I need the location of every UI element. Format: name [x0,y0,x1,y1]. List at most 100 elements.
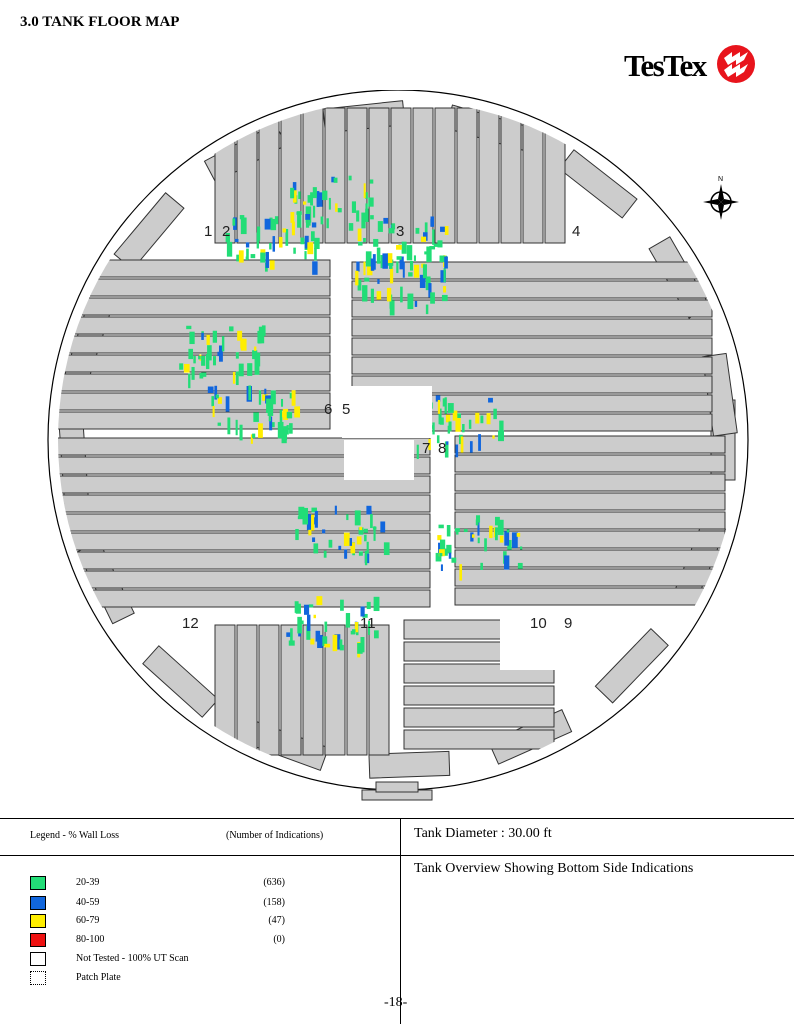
untested-area-2 [344,440,414,480]
wall-loss-indication [454,528,460,533]
wall-loss-indication [298,632,301,637]
indications-group [179,175,523,658]
wall-loss-indication [470,532,474,542]
wall-loss-indication [247,363,253,376]
floor-plate [454,454,726,473]
wall-loss-indication [302,507,309,525]
floor-plate [390,107,412,244]
legend-swatch [30,952,46,966]
wall-loss-indication [444,256,448,269]
floor-plate [454,435,726,454]
wall-loss-indication [424,222,428,237]
wall-loss-indication [206,334,210,345]
wall-loss-indication [368,620,371,635]
wall-loss-indication [343,532,350,546]
untested-area-3 [500,610,570,670]
wall-loss-indication [441,294,448,302]
wall-loss-indication [303,201,307,205]
wall-loss-indication [414,300,418,307]
wall-loss-indication [439,255,445,263]
wall-loss-indication [413,264,420,278]
wall-loss-indication [334,634,341,650]
wall-loss-indication [300,620,304,625]
wall-loss-indication [364,277,370,282]
wall-loss-indication [217,397,222,404]
wall-loss-indication [389,262,393,269]
wall-loss-indication [448,552,452,559]
wall-loss-indication [232,218,236,226]
wall-loss-indication [370,258,375,271]
wall-loss-indication [217,422,221,426]
legend-label: Patch Plate [76,972,121,983]
floor-plate [236,624,258,756]
floor-plate [324,624,346,756]
wall-loss-indication [266,398,272,413]
wall-loss-indication [419,274,426,288]
section-label: 3 [396,223,404,240]
wall-loss-indication [332,634,338,652]
wall-loss-indication [402,261,405,278]
wall-loss-indication [433,243,438,247]
wall-loss-indication [477,521,480,536]
floor-plate [58,570,431,589]
wall-loss-indication [235,371,239,386]
wall-loss-indication [295,603,301,614]
wall-loss-indication [424,251,428,255]
section-label: 10 [530,615,547,632]
section-label: 6 [324,401,332,418]
wall-loss-indication [438,408,442,425]
wall-loss-indication [446,544,452,554]
wall-loss-indication [257,330,263,344]
wall-loss-indication [286,411,293,419]
compass-icon: N [703,176,739,220]
wall-loss-indication [316,596,323,606]
wall-loss-indication [258,423,263,438]
wall-loss-indication [370,215,374,220]
wall-loss-indication [350,542,356,554]
floor-plate [214,624,236,756]
wall-loss-indication [290,628,293,643]
floor-plate [258,624,280,756]
floor-plate [478,107,500,244]
wall-loss-indication [229,326,234,332]
wall-loss-indication [339,644,344,651]
wall-loss-indication [235,419,238,436]
wall-loss-indication [316,192,323,207]
wall-loss-indication [306,614,311,631]
floor-plate [351,337,713,356]
wall-loss-indication [484,538,487,552]
wall-loss-indication [270,390,276,405]
section-label: 1 [204,223,212,240]
wall-loss-indication [205,353,210,370]
wall-loss-indication [436,435,440,444]
wall-loss-indication [306,514,313,531]
wall-loss-indication [240,217,247,235]
wall-loss-indication [226,241,233,257]
legend-count: (636) [263,877,285,888]
wall-loss-indication [277,421,284,439]
section-label: 2 [222,223,230,240]
wall-loss-indication [396,256,402,260]
wall-loss-indication [188,348,194,360]
wall-loss-indication [307,195,312,203]
wall-loss-indication [297,516,304,520]
wall-loss-indication [372,254,376,270]
wall-loss-indication [435,395,441,402]
wall-loss-indication [250,254,256,259]
wall-loss-indication [504,555,510,570]
wall-loss-indication [335,203,338,212]
wall-loss-indication [268,414,271,422]
section-label: 12 [182,615,199,632]
wall-loss-indication [260,252,266,263]
wall-loss-indication [314,247,317,261]
wall-loss-indication [437,535,442,541]
wall-loss-indication [409,260,414,271]
wall-loss-indication [201,355,206,366]
floor-plate [454,473,726,492]
wall-loss-indication [349,538,353,546]
wall-loss-indication [328,539,333,548]
wall-loss-indication [362,285,368,302]
wall-loss-indication [234,238,239,243]
wall-loss-indication [443,286,447,293]
floor-plate [351,318,713,337]
